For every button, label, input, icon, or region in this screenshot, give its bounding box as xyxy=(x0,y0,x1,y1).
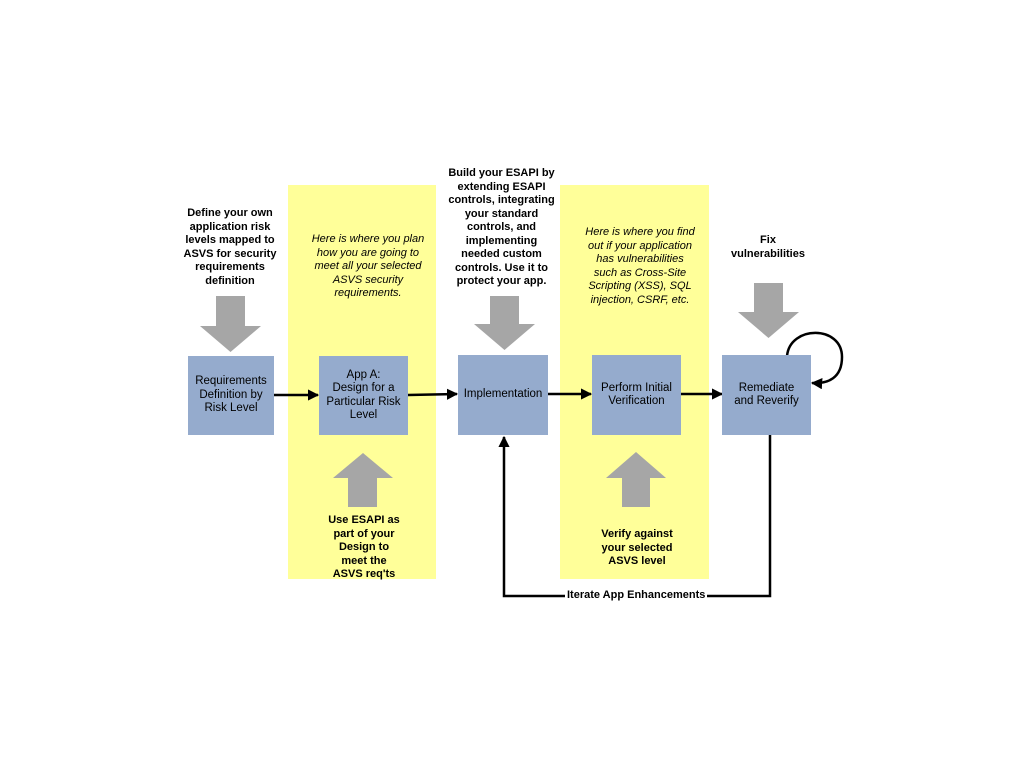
verify-asvs-note: Verify against your selected ASVS level xyxy=(601,528,673,567)
verification-box: Perform Initial Verification xyxy=(592,355,681,435)
define-down-arrow xyxy=(200,296,261,352)
fix-vulnerabilities-note: Fix vulnerabilities xyxy=(731,234,805,260)
build-down-arrow xyxy=(474,296,535,350)
design-box: App A: Design for a Particular Risk Leve… xyxy=(319,356,408,435)
use-esapi-note: Use ESAPI as part of your Design to meet… xyxy=(328,514,400,580)
verification-findout-note: Here is where you find out if your appli… xyxy=(585,226,695,306)
verify-up-arrow xyxy=(606,452,666,507)
use-esapi-up-arrow xyxy=(333,453,393,507)
remediate-box: Remediate and Reverify xyxy=(722,355,811,435)
define-risk-levels-note: Define your own application risk levels … xyxy=(183,207,277,287)
flow-arrow-2 xyxy=(407,388,459,400)
fix-down-arrow xyxy=(738,283,799,338)
design-plan-note: Here is where you plan how you are going… xyxy=(311,233,425,299)
requirements-definition-box: Requirements Definition by Risk Level xyxy=(188,356,274,435)
build-esapi-note: Build your ESAPI by extending ESAPI cont… xyxy=(448,167,555,287)
reverify-self-loop xyxy=(785,331,844,390)
implementation-box: Implementation xyxy=(458,355,548,435)
iterate-enhancements-label: Iterate App Enhancements xyxy=(565,589,708,601)
